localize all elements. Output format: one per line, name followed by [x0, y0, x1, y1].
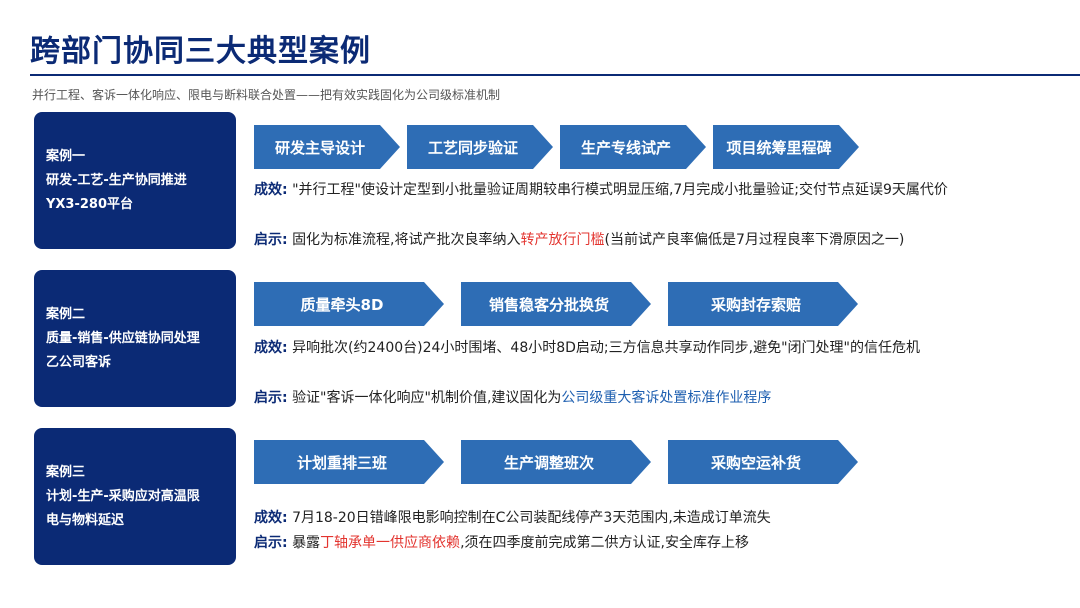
- case-3-insight: 启示: 暴露丁轴承单一供应商依赖,须在四季度前完成第二供方认证,安全库存上移: [254, 531, 1034, 555]
- effect-label: 成效:: [254, 340, 288, 356]
- case-3-label-box: 案例三 计划-生产-采购应对高温限 电与物料延迟: [34, 428, 236, 565]
- effect-label: 成效:: [254, 510, 288, 526]
- effect-text: 异响批次(约2400台)24小时围堵、48小时8D启动;三方信息共享动作同步,避…: [292, 340, 920, 356]
- case-3-effect: 成效: 7月18-20日错峰限电影响控制在C公司装配线停产3天范围内,未造成订单…: [254, 506, 1034, 530]
- case-1-effect: 成效: "并行工程"使设计定型到小批量验证周期较串行模式明显压缩,7月完成小批量…: [254, 178, 1034, 202]
- case-2-effect: 成效: 异响批次(约2400台)24小时围堵、48小时8D启动;三方信息共享动作…: [254, 336, 1034, 360]
- case-2-label-line: 质量-销售-供应链协同处理: [46, 330, 200, 346]
- case-3-label-line: 计划-生产-采购应对高温限: [46, 488, 200, 504]
- effect-text: 7月18-20日错峰限电影响控制在C公司装配线停产3天范围内,未造成订单流失: [292, 510, 771, 526]
- case-3-label-line: 案例三: [46, 464, 86, 480]
- case-1-step: 工艺同步验证: [407, 125, 553, 169]
- case-2-step: 采购封存索赔: [668, 282, 858, 326]
- page-subtitle: 并行工程、客诉一体化响应、限电与断料联合处置——把有效实践固化为公司级标准机制: [32, 88, 501, 102]
- case-1-label-line: YX3-280平台: [46, 196, 134, 212]
- effect-label: 成效:: [254, 182, 288, 198]
- case-3-label-line: 电与物料延迟: [46, 512, 125, 528]
- case-2-label-line: 乙公司客诉: [46, 354, 112, 370]
- insight-text: 暴露: [292, 535, 321, 551]
- title-divider: [30, 74, 1080, 76]
- insight-text: 固化为标准流程,将试产批次良率纳入: [292, 232, 521, 248]
- insight-label: 启示:: [254, 535, 288, 551]
- case-2-step: 质量牵头8D: [254, 282, 444, 326]
- insight-highlight: 丁轴承单一供应商依赖: [320, 535, 461, 551]
- case-1-step: 项目统筹里程碑: [713, 125, 859, 169]
- insight-label: 启示:: [254, 232, 288, 248]
- case-3-step: 采购空运补货: [668, 440, 858, 484]
- case-3-step: 计划重排三班: [254, 440, 444, 484]
- case-2-label-line: 案例二: [46, 306, 86, 322]
- case-1-insight: 启示: 固化为标准流程,将试产批次良率纳入转产放行门槛(当前试产良率偏低是7月过…: [254, 228, 1034, 252]
- insight-label: 启示:: [254, 390, 288, 406]
- case-1-label-line: 案例一: [46, 148, 86, 164]
- case-2-insight: 启示: 验证"客诉一体化响应"机制价值,建议固化为公司级重大客诉处置标准作业程序: [254, 386, 1034, 410]
- case-1-step: 研发主导设计: [254, 125, 400, 169]
- case-1-label-box: 案例一 研发-工艺-生产协同推进 YX3-280平台: [34, 112, 236, 249]
- case-1-step: 生产专线试产: [560, 125, 706, 169]
- insight-highlight: 转产放行门槛: [520, 232, 605, 248]
- effect-text: "并行工程"使设计定型到小批量验证周期较串行模式明显压缩,7月完成小批量验证;交…: [292, 182, 948, 198]
- insight-text-tail: (当前试产良率偏低是7月过程良率下滑原因之一): [604, 232, 905, 248]
- insight-text-tail: ,须在四季度前完成第二供方认证,安全库存上移: [460, 535, 749, 551]
- page-title: 跨部门协同三大典型案例: [30, 34, 371, 69]
- insight-highlight: 公司级重大客诉处置标准作业程序: [561, 390, 772, 406]
- case-2-step: 销售稳客分批换货: [461, 282, 651, 326]
- insight-text: 验证"客诉一体化响应"机制价值,建议固化为: [292, 390, 562, 406]
- case-1-label-line: 研发-工艺-生产协同推进: [46, 172, 187, 188]
- case-3-step: 生产调整班次: [461, 440, 651, 484]
- case-2-label-box: 案例二 质量-销售-供应链协同处理 乙公司客诉: [34, 270, 236, 407]
